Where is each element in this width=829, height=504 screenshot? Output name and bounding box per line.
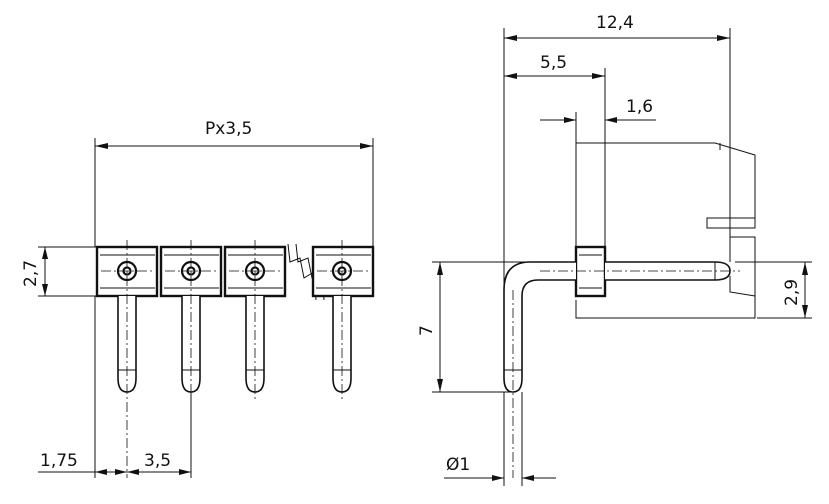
dimension-diameter: Ø1: [444, 392, 556, 486]
dimension-overall: 12,4: [503, 13, 731, 380]
side-center-lines: [512, 270, 740, 478]
side-view: 12,4 5,5 1,6: [417, 13, 812, 486]
dimension-label-pitch: 3,5: [144, 451, 171, 471]
dimension-label-overall: 12,4: [596, 13, 634, 33]
front-view: Px3,5 2,7: [21, 119, 375, 478]
dimension-label-edge: 1,75: [40, 451, 78, 471]
pin-collar: [574, 245, 607, 298]
dimension-label-diameter: Ø1: [446, 455, 470, 475]
housing-outline: [575, 142, 756, 319]
dimension-label-depth: 5,5: [540, 53, 567, 73]
dimension-label-collar: 1,6: [626, 97, 653, 117]
dimension-pin-height: 2,9: [735, 261, 812, 319]
dimension-label-pitch-total: Px3,5: [205, 119, 252, 139]
pin-center-lines: [101, 240, 369, 478]
dimension-depth: 5,5: [504, 53, 606, 247]
dimension-edge: 1,75: [38, 296, 127, 478]
header-body-4: [311, 245, 375, 298]
dimension-label-height: 2,7: [21, 260, 41, 287]
pin-bent: [503, 261, 576, 393]
dimension-pitch-total: Px3,5: [94, 119, 374, 247]
dimension-collar: 1,6: [540, 97, 656, 247]
dimension-pitch: 3,5: [127, 392, 192, 478]
dimension-label-pin-height: 2,9: [782, 279, 802, 306]
dimension-label-leg: 7: [417, 325, 437, 336]
dimension-height: 2,7: [21, 246, 98, 297]
dimension-leg: 7: [417, 261, 540, 393]
